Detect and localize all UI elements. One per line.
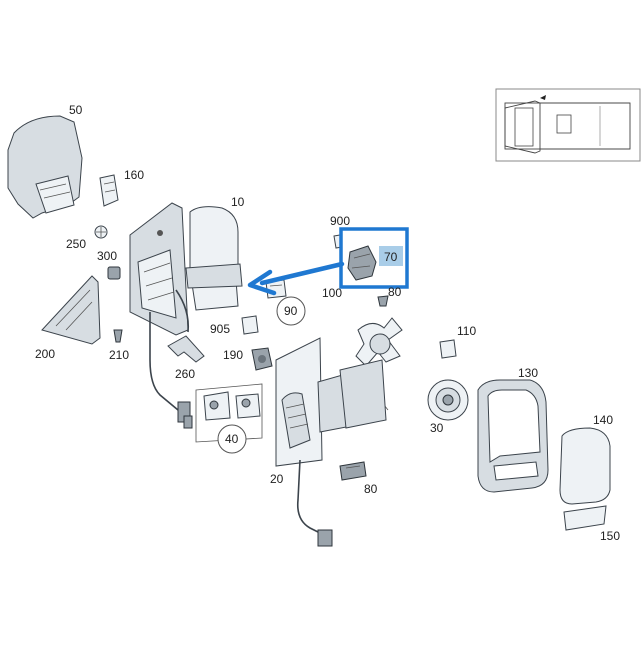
part-160-clip [99, 174, 119, 207]
label-130: 130 [518, 366, 538, 380]
part-adjuster-arm [339, 317, 403, 429]
label-30: 30 [430, 421, 444, 435]
label-40: 40 [225, 432, 239, 446]
part-905-clip [241, 315, 259, 335]
part-30-motor [427, 379, 469, 421]
part-260-bracket [167, 335, 205, 363]
label-300: 300 [97, 249, 117, 263]
part-210-screw [113, 329, 123, 343]
housing-wire-connector [177, 401, 193, 429]
part-80-connector-lower [339, 461, 367, 481]
label-190: 190 [223, 348, 243, 362]
label-90: 90 [284, 304, 298, 318]
part-300-bolt [107, 266, 121, 280]
part-50-mirror-cover [7, 115, 83, 219]
label-140: 140 [593, 413, 613, 427]
label-110: 110 [457, 324, 476, 338]
label-20: 20 [270, 472, 284, 486]
part-200-triangle-cover [41, 275, 101, 345]
label-900: 900 [330, 214, 350, 228]
highlight-arrow [247, 261, 345, 296]
label-160: 160 [124, 168, 144, 182]
label-200: 200 [35, 347, 55, 361]
part-80-screw-upper [377, 295, 389, 307]
label-70: 70 [384, 250, 398, 264]
part-190-motor [251, 347, 273, 371]
label-100: 100 [322, 286, 342, 300]
label-210: 210 [109, 348, 129, 362]
part-130-frame [477, 379, 549, 493]
label-50: 50 [69, 103, 83, 117]
part-110-bracket [439, 339, 457, 359]
housing-wire [149, 312, 189, 421]
part-40-electronics [195, 383, 263, 443]
label-80-upper: 80 [388, 285, 402, 299]
housing-wire-2 [175, 289, 190, 333]
vehicle-thumbnail [495, 88, 641, 162]
label-905: 905 [210, 322, 230, 336]
circle-90 [276, 296, 306, 326]
label-80-lower: 80 [364, 482, 378, 496]
part-10-mirror-housing [129, 202, 243, 336]
circle-40 [217, 424, 247, 454]
label-260: 260 [175, 367, 195, 381]
part-140-mirror-glass [559, 427, 611, 505]
label-250: 250 [66, 237, 86, 251]
label-150: 150 [600, 529, 620, 543]
part-70-highlight-box [339, 227, 409, 289]
part-250-bracket [94, 225, 108, 239]
label-10: 10 [231, 195, 245, 209]
part-150-lower-glass [563, 505, 607, 531]
